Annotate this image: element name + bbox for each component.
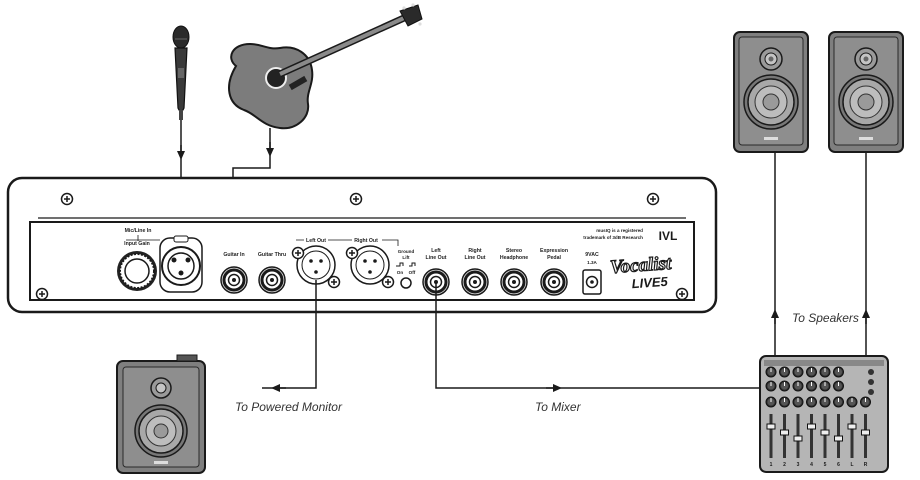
mixer-channel-knob bbox=[819, 396, 831, 408]
power-voltage-label: 9VAC bbox=[585, 252, 599, 258]
mixer-channel-label: 2 bbox=[783, 462, 786, 468]
brand-logo: IVL bbox=[659, 229, 678, 243]
right-speaker-icon bbox=[828, 31, 904, 153]
right-line-out-label-2: Line Out bbox=[464, 255, 485, 261]
screw-icon bbox=[349, 192, 363, 206]
mixer-knob bbox=[806, 380, 817, 392]
power-jack bbox=[582, 269, 602, 295]
mixer-channel-label: 1 bbox=[770, 462, 773, 468]
fader-cap bbox=[766, 423, 776, 430]
fader-track bbox=[864, 414, 867, 458]
mixer-knob bbox=[792, 380, 804, 392]
mixer-knob bbox=[779, 366, 790, 378]
left-out-label: Left Out bbox=[306, 238, 326, 244]
vocalist-logo: Vocalist bbox=[609, 253, 672, 278]
mixer-channel-knob bbox=[846, 396, 858, 408]
right-line-out-jack bbox=[460, 267, 490, 297]
live5-logo: LIVE5 bbox=[631, 274, 669, 292]
mixer-knob bbox=[806, 366, 817, 378]
mixer-channel-label: L bbox=[850, 462, 853, 468]
to-speakers-caption: To Speakers bbox=[792, 311, 859, 325]
fader-cap bbox=[780, 429, 789, 436]
fader-cap bbox=[847, 423, 857, 430]
microphone-icon bbox=[172, 25, 190, 120]
fader-track bbox=[783, 414, 786, 458]
expression-pedal-jack bbox=[539, 267, 569, 297]
powered-monitor-speaker-icon bbox=[116, 354, 206, 474]
mixer-channel-label: 6 bbox=[837, 462, 840, 468]
lift-label: Lift bbox=[402, 255, 410, 260]
fader-track bbox=[769, 414, 773, 458]
left-line-out-label-1: Left bbox=[431, 248, 441, 254]
power-current-label: 1.3A bbox=[587, 260, 597, 265]
fader-cap bbox=[834, 435, 843, 442]
right-xlr-out bbox=[345, 245, 395, 289]
right-out-label: Right Out bbox=[354, 238, 378, 244]
input-gain-label: Input Gain bbox=[124, 241, 150, 247]
mic-line-in-label: Mic/Line In bbox=[125, 228, 152, 234]
input-gain-knob bbox=[117, 251, 157, 291]
left-speaker-icon bbox=[733, 31, 809, 153]
mixer-icon: 1 2 3 4 5 6 L R bbox=[759, 355, 889, 473]
mixer-knob bbox=[833, 366, 844, 378]
headphone-jack bbox=[499, 267, 529, 297]
fader-cap bbox=[820, 429, 830, 436]
trademark-line-1: musIQ is a registered bbox=[596, 228, 643, 233]
screw-icon bbox=[345, 246, 359, 260]
mixer-knob bbox=[779, 380, 790, 392]
ground-label: Ground bbox=[398, 249, 415, 254]
mixer-channel-knob bbox=[833, 396, 844, 408]
left-line-out-label-2: Line Out bbox=[425, 255, 446, 261]
fader-cap bbox=[807, 423, 816, 430]
left-xlr-out bbox=[291, 245, 341, 289]
screw-icon bbox=[646, 192, 660, 206]
off-label: Off bbox=[409, 270, 416, 275]
screw-icon bbox=[675, 287, 689, 301]
mixer-channel-label: 4 bbox=[810, 462, 813, 468]
vocalist-live5-rear-panel: Input Gain Mic/Line In Guitar In Guitar … bbox=[6, 176, 718, 314]
mixer-knob bbox=[819, 366, 831, 378]
guitar-thru-jack bbox=[257, 265, 287, 295]
mixer-channel-label: R bbox=[864, 462, 868, 468]
on-label: On bbox=[397, 270, 404, 275]
mixer-knob bbox=[765, 380, 777, 392]
guitar-thru-label: Guitar Thru bbox=[258, 252, 286, 258]
to-powered-monitor-caption: To Powered Monitor bbox=[235, 400, 343, 414]
acoustic-guitar-icon bbox=[228, 3, 423, 130]
trademark-line-2: trademark of 3dB Research bbox=[583, 235, 643, 240]
expression-pedal-label-2: Pedal bbox=[547, 255, 561, 261]
mixer-cable bbox=[435, 282, 760, 389]
screw-icon bbox=[291, 246, 305, 260]
mixer-channel-knob bbox=[779, 396, 790, 408]
right-line-out-label-1: Right bbox=[468, 248, 482, 254]
mixer-knob bbox=[833, 380, 844, 392]
mic-line-combo-jack bbox=[159, 235, 203, 293]
mixer-knob bbox=[765, 366, 777, 378]
fader-cap bbox=[793, 435, 803, 442]
mixer-channel-knob bbox=[806, 396, 817, 408]
fader-cap bbox=[861, 429, 870, 436]
mixer-channel-knob bbox=[765, 396, 777, 408]
to-mixer-caption: To Mixer bbox=[535, 400, 582, 414]
expression-pedal-label-1: Expression bbox=[540, 248, 568, 254]
ground-lift-switch bbox=[400, 277, 412, 289]
screw-icon bbox=[35, 287, 49, 301]
stereo-headphone-label-2: Headphone bbox=[500, 255, 528, 261]
mixer-channel-label: 5 bbox=[824, 462, 827, 468]
fader-track bbox=[850, 414, 854, 458]
fader-track bbox=[823, 414, 827, 458]
screw-icon bbox=[327, 275, 341, 289]
mixer-channel-knob bbox=[860, 396, 871, 408]
guitar-in-label: Guitar In bbox=[223, 252, 244, 258]
fader-track bbox=[810, 414, 813, 458]
screw-icon bbox=[381, 275, 395, 289]
mixer-knob bbox=[792, 366, 804, 378]
stereo-headphone-label-1: Stereo bbox=[506, 248, 522, 254]
guitar-in-jack bbox=[219, 265, 249, 295]
mixer-channel-label: 3 bbox=[797, 462, 800, 468]
mixer-knob bbox=[819, 380, 831, 392]
screw-icon bbox=[60, 192, 74, 206]
mixer-channel-knob bbox=[792, 396, 804, 408]
